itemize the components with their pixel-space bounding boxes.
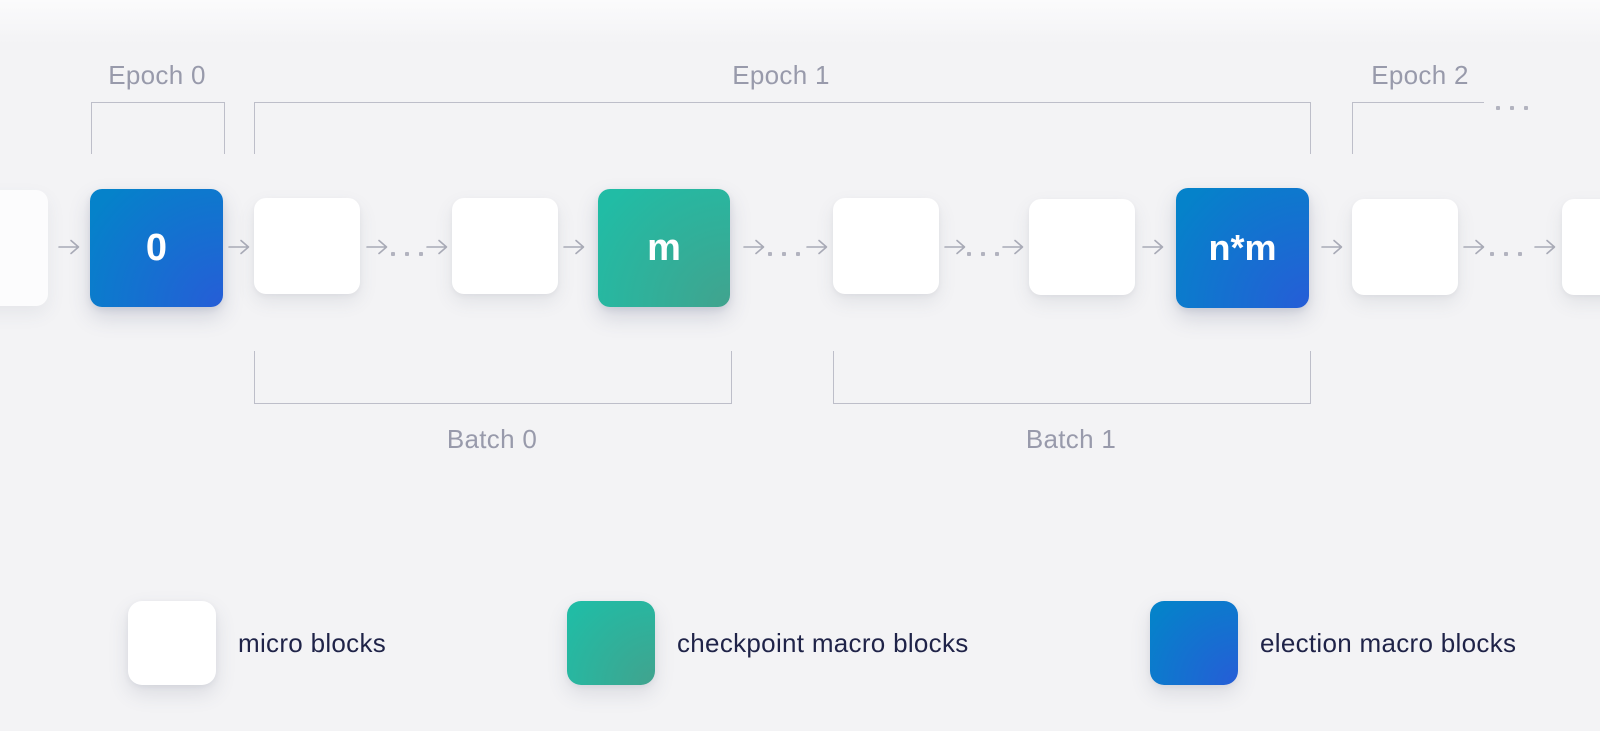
epoch-2-bracket <box>1352 102 1484 154</box>
arrow-icon <box>944 239 966 255</box>
arrow-icon <box>228 239 250 255</box>
batch-0-bracket <box>254 351 732 404</box>
ellipsis-icon <box>967 252 999 256</box>
arrow-icon <box>743 239 765 255</box>
epoch-0-label: Epoch 0 <box>108 60 206 90</box>
arrow-icon <box>1002 239 1024 255</box>
batch-1-bracket <box>833 351 1311 404</box>
legend-label-checkpoint: checkpoint macro blocks <box>677 627 969 658</box>
legend-item-micro: micro blocks <box>128 601 386 685</box>
arrow-icon <box>1321 239 1343 255</box>
ellipsis-icon <box>391 252 423 256</box>
arrow-icon <box>806 239 828 255</box>
micro-block <box>254 198 360 294</box>
ellipsis-icon <box>1490 252 1522 256</box>
block-label: m <box>647 226 681 269</box>
ellipsis-icon <box>768 252 800 256</box>
legend-label-micro: micro blocks <box>238 627 387 658</box>
election-macro-block-nm: n*m <box>1176 188 1309 308</box>
arrow-icon <box>426 239 448 255</box>
epoch-0-bracket <box>91 102 225 154</box>
election-block-swatch <box>1150 601 1238 685</box>
micro-block <box>452 198 558 294</box>
arrow-icon <box>563 239 585 255</box>
micro-block-swatch <box>128 601 216 685</box>
epoch-1-label: Epoch 1 <box>732 60 830 90</box>
batch-0-label: Batch 0 <box>446 424 538 454</box>
arrow-icon <box>1142 239 1164 255</box>
block-label: n*m <box>1208 227 1277 268</box>
legend-item-checkpoint: checkpoint macro blocks <box>567 601 969 685</box>
election-macro-block-0: 0 <box>90 189 223 307</box>
epoch-1-bracket <box>254 102 1311 154</box>
micro-block-partial <box>1562 199 1600 295</box>
arrow-icon <box>1463 239 1485 255</box>
ellipsis-icon <box>1496 106 1528 110</box>
checkpoint-macro-block-m: m <box>598 189 730 307</box>
epoch-2-label: Epoch 2 <box>1371 60 1469 90</box>
micro-block <box>1352 199 1458 295</box>
micro-block <box>1029 199 1135 295</box>
batch-1-label: Batch 1 <box>1025 424 1117 454</box>
arrow-icon <box>366 239 388 255</box>
arrow-icon <box>58 239 80 255</box>
micro-block <box>833 198 939 294</box>
genesis-block-partial <box>0 190 48 306</box>
checkpoint-block-swatch <box>567 601 655 685</box>
block-label: 0 <box>145 226 168 269</box>
legend-label-election: election macro blocks <box>1260 627 1517 658</box>
legend-item-election: election macro blocks <box>1150 601 1516 685</box>
arrow-icon <box>1534 239 1556 255</box>
